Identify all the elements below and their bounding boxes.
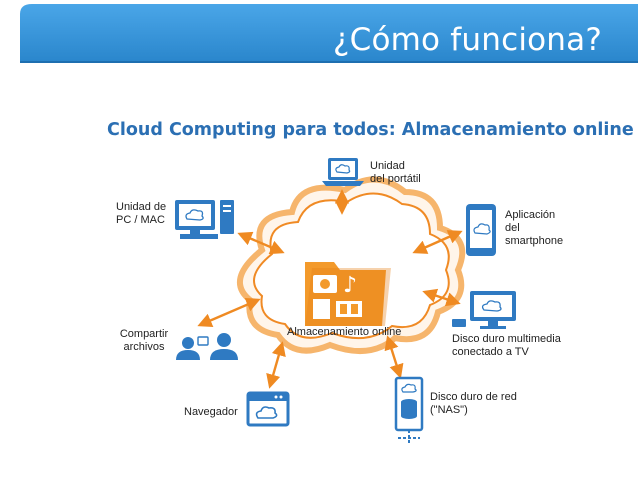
- label-pc-line-1: Unidad de: [116, 201, 167, 213]
- label-smartphone-line-2: del: [505, 222, 520, 234]
- film-icon: [336, 301, 362, 317]
- label-smartphone-line-3: smartphone: [505, 235, 564, 247]
- header-banner: [20, 4, 638, 63]
- document-icon: [313, 299, 330, 319]
- folder-icon: ♪: [305, 262, 391, 326]
- arrow-multimedia: [422, 288, 461, 307]
- arrow-share: [197, 297, 261, 328]
- laptop-icon: [322, 158, 364, 186]
- desktop-pc-icon: [175, 200, 234, 239]
- label-pc-line-2: PC / MAC: [116, 214, 165, 226]
- label-laptop-line-2: del portátil: [370, 173, 421, 185]
- arrow-browser: [266, 341, 286, 389]
- nas-drive-icon: [394, 376, 424, 445]
- label-smartphone: Aplicación del smartphone: [505, 209, 563, 248]
- label-multimedia-line-1: Disco duro multimedia: [452, 333, 561, 345]
- label-share: Compartir archivos: [116, 328, 172, 354]
- label-laptop: Unidad del portátil: [370, 160, 421, 186]
- label-browser-line-1: Navegador: [184, 406, 238, 418]
- arrow-pc: [237, 231, 285, 255]
- slide-title: ¿Cómo funciona?: [332, 22, 602, 58]
- label-nas-line-1: Disco duro de red: [430, 391, 517, 403]
- browser-window-icon: [246, 391, 290, 427]
- diagram-title: Cloud Computing para todos: Almacenamien…: [107, 120, 634, 140]
- label-nas-line-2: ("NAS"): [430, 404, 468, 416]
- arrow-smartphone: [412, 230, 463, 254]
- smartphone-icon: [466, 204, 496, 256]
- label-center-storage: Almacenamiento online: [287, 326, 402, 338]
- connection-arrows: [197, 189, 463, 389]
- tv-icon: [452, 291, 516, 329]
- arrow-nas: [384, 335, 404, 379]
- label-pc: Unidad de PC / MAC: [116, 201, 166, 227]
- label-multimedia-line-2: conectado a TV: [452, 346, 529, 358]
- label-share-line-2: archivos: [123, 341, 165, 353]
- label-laptop-line-1: Unidad: [370, 160, 405, 172]
- label-browser: Navegador: [184, 406, 238, 419]
- music-note-icon: ♪: [343, 273, 357, 298]
- label-smartphone-line-1: Aplicación: [505, 209, 556, 221]
- label-share-line-1: Compartir: [119, 328, 169, 340]
- people-sharing-icon: [176, 333, 238, 360]
- cloud-shape: [237, 176, 466, 355]
- label-multimedia: Disco duro multimedia conectado a TV: [452, 333, 561, 359]
- label-nas: Disco duro de red ("NAS"): [430, 391, 517, 417]
